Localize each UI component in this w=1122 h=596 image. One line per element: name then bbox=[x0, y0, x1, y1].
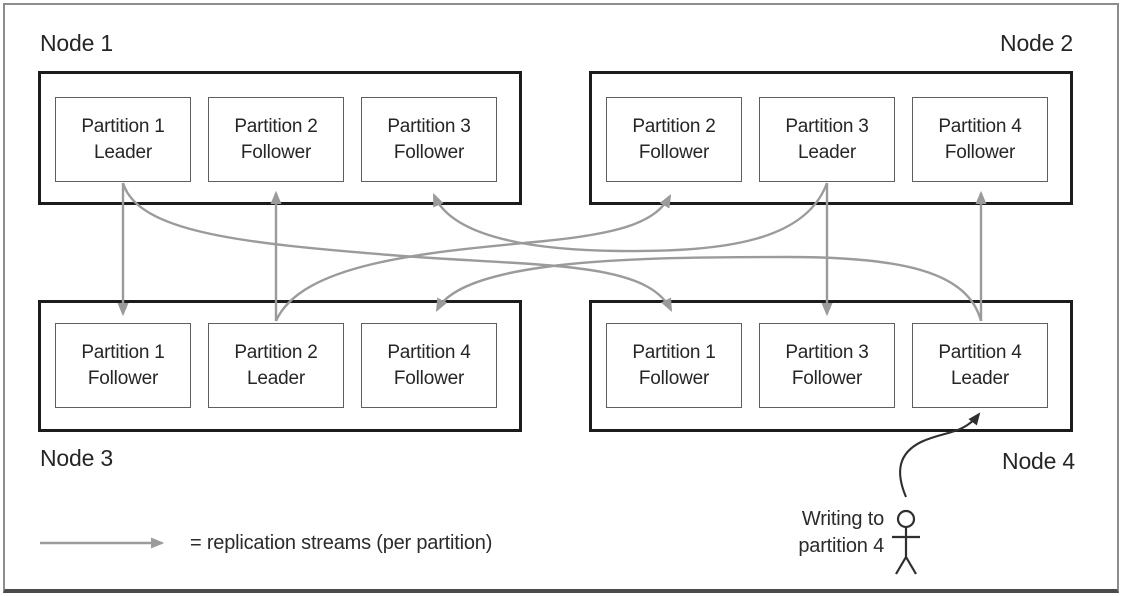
node4-partition1-follower-box: Partition 1 Follower bbox=[606, 323, 742, 408]
stick-figure-head bbox=[896, 509, 916, 529]
node2-partition4-follower-box: Partition 4 Follower bbox=[912, 97, 1048, 182]
partition-role: Leader bbox=[798, 141, 856, 163]
partition-role: Follower bbox=[638, 367, 710, 389]
partition-role: Follower bbox=[393, 141, 465, 163]
stick-figure-leg-right bbox=[905, 556, 917, 575]
partition-role: Leader bbox=[951, 367, 1009, 389]
node1-partition2-follower-box: Partition 2 Follower bbox=[208, 97, 344, 182]
node1-label: Node 1 bbox=[40, 30, 113, 56]
partition-role: Leader bbox=[247, 367, 305, 389]
partition-role: Leader bbox=[94, 141, 152, 163]
node2-partition3-leader-box: Partition 3 Leader bbox=[759, 97, 895, 182]
writing-annotation-line2: partition 4 bbox=[798, 535, 884, 557]
node1-partition3-follower-box: Partition 3 Follower bbox=[361, 97, 497, 182]
partition-role: Follower bbox=[240, 141, 312, 163]
writing-annotation-line1: Writing to bbox=[801, 508, 884, 530]
partition-name: Partition 3 bbox=[387, 115, 471, 137]
partition-name: Partition 4 bbox=[938, 341, 1022, 363]
node3-partition4-follower-box: Partition 4 Follower bbox=[361, 323, 497, 408]
node2-label: Node 2 bbox=[1000, 30, 1073, 56]
partition-name: Partition 2 bbox=[234, 115, 318, 137]
partition-name: Partition 2 bbox=[632, 115, 716, 137]
partition-role: Follower bbox=[944, 141, 1016, 163]
node3-partition1-follower-box: Partition 1 Follower bbox=[55, 323, 191, 408]
partition-role: Follower bbox=[638, 141, 710, 163]
stick-figure-icon bbox=[892, 509, 920, 575]
partition-name: Partition 4 bbox=[387, 341, 471, 363]
partition-name: Partition 2 bbox=[234, 341, 318, 363]
stick-figure-leg-left bbox=[895, 556, 907, 575]
node3-partition2-leader-box: Partition 2 Leader bbox=[208, 323, 344, 408]
partition-role: Follower bbox=[791, 367, 863, 389]
partition-role: Follower bbox=[87, 367, 159, 389]
partition-name: Partition 3 bbox=[785, 341, 869, 363]
node3-label: Node 3 bbox=[40, 445, 113, 471]
node4-label: Node 4 bbox=[1002, 448, 1075, 474]
partition-role: Follower bbox=[393, 367, 465, 389]
node4-partition4-leader-box: Partition 4 Leader bbox=[912, 323, 1048, 408]
partition-name: Partition 3 bbox=[785, 115, 869, 137]
writing-annotation: Writing to partition 4 bbox=[744, 506, 884, 560]
partition-name: Partition 1 bbox=[632, 341, 716, 363]
legend-label: = replication streams (per partition) bbox=[190, 532, 493, 554]
partition-name: Partition 1 bbox=[81, 341, 165, 363]
partition-name: Partition 1 bbox=[81, 115, 165, 137]
node2-partition2-follower-box: Partition 2 Follower bbox=[606, 97, 742, 182]
partition-name: Partition 4 bbox=[938, 115, 1022, 137]
node1-partition1-leader-box: Partition 1 Leader bbox=[55, 97, 191, 182]
node4-partition3-follower-box: Partition 3 Follower bbox=[759, 323, 895, 408]
